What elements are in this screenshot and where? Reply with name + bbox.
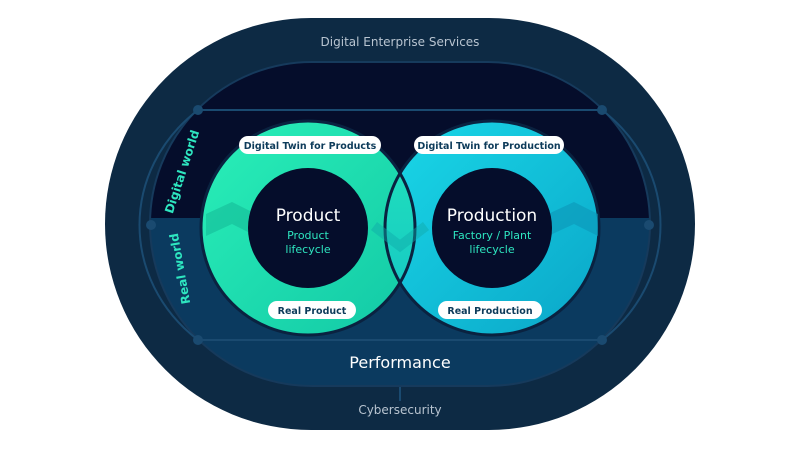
pill-digital-twin-products-label: Digital Twin for Products [244, 141, 377, 152]
product-subtitle-2: lifecycle [285, 243, 330, 256]
outer-label-top: Digital Enterprise Services [321, 35, 480, 49]
arrow-overlap [370, 222, 430, 253]
pill-digital-twin-production [414, 136, 564, 154]
node-dot [193, 335, 203, 345]
node-dot [193, 105, 203, 115]
pill-digital-twin-production-label: Digital Twin for Production [417, 141, 561, 152]
side-guide-left [138, 109, 199, 341]
side-guide-right [601, 109, 662, 341]
arrow-left-loop [206, 202, 256, 236]
production-subtitle-2: lifecycle [469, 243, 514, 256]
arrow-right-loop [548, 202, 598, 236]
product-hub [248, 168, 368, 288]
pill-real-production-label: Real Production [447, 306, 532, 317]
node-dot [644, 220, 654, 230]
pill-real-product [268, 301, 356, 319]
node-dot [597, 335, 607, 345]
production-title: Production [447, 206, 537, 226]
outer-label-bottom: Cybersecurity [358, 403, 441, 417]
production-subtitle-1: Factory / Plant [453, 229, 532, 242]
pill-real-production [438, 301, 542, 319]
node-dot [597, 105, 607, 115]
node-dot [146, 220, 156, 230]
pill-real-product-label: Real Product [278, 306, 347, 317]
production-hub [432, 168, 552, 288]
product-subtitle-1: Product [287, 229, 329, 242]
product-title: Product [276, 206, 341, 226]
pill-digital-twin-products [239, 136, 381, 154]
performance-label: Performance [349, 353, 450, 372]
